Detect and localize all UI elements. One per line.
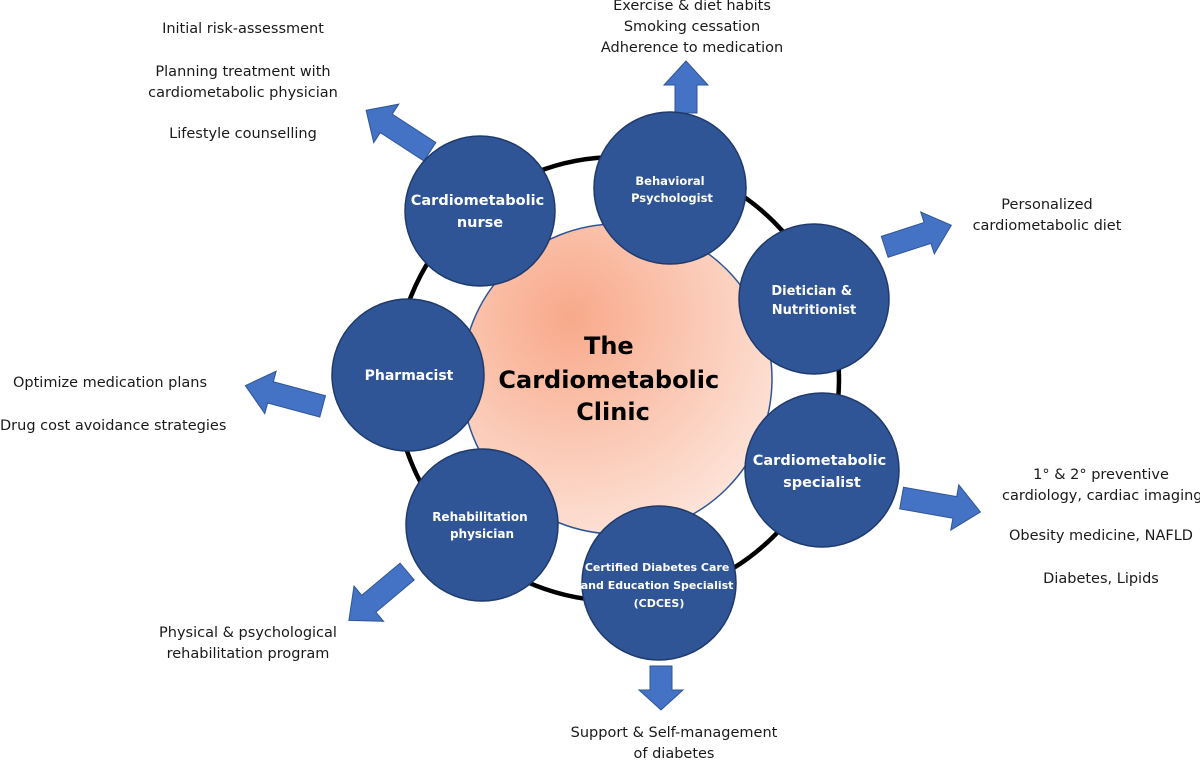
role-dietician: Dietician & Nutritionist: [738, 223, 890, 375]
role-circle-cdces: [581, 505, 737, 661]
role-label-dietician: Dietician & Nutritionist: [771, 284, 856, 318]
nurse-item-planning-2: cardiometabolic physician: [148, 85, 338, 101]
role-cdces: Certified Diabetes Care and Education Sp…: [581, 505, 738, 661]
center-title-line-2: Cardiometabolic: [498, 366, 719, 394]
arrow-dietician: [880, 211, 953, 258]
role-circle-psychologist: [593, 111, 747, 265]
arrow-pharmacist: [244, 370, 327, 418]
annotation-psychologist: Exercise & diet habits Smoking cessation…: [582, 0, 802, 59]
dietician-item-1: Personalized: [1001, 197, 1093, 213]
role-rehab: Rehabilitation physician: [405, 448, 559, 602]
nurse-item-risk: Initial risk-assessment: [162, 21, 324, 37]
annotation-cdces: Support & Self-management of diabetes: [560, 723, 788, 765]
cdces-item-2: of diabetes: [633, 746, 715, 762]
center-title-line-1: The: [584, 332, 634, 360]
role-label-rehab: Rehabilitation physician: [432, 510, 532, 541]
annotation-dietician: Personalized cardiometabolic diet: [962, 195, 1132, 237]
role-circle-specialist: [744, 392, 900, 548]
role-label-nurse: Cardiometabolic nurse: [411, 193, 550, 231]
specialist-item-3: Diabetes, Lipids: [1043, 571, 1159, 587]
annotation-nurse: Initial risk-assessment Planning treatme…: [143, 19, 343, 145]
role-circle-pharmacist: [331, 298, 485, 452]
role-circle-rehab: [405, 448, 559, 602]
role-label-psychologist: Behavioral Psychologist: [631, 174, 713, 205]
pharmacist-item-2: Drug cost avoidance strategies: [0, 418, 227, 434]
role-specialist: Cardiometabolic specialist: [744, 392, 900, 548]
pharmacist-item-1: Optimize medication plans: [12, 375, 207, 391]
role-label-pharmacist: Pharmacist: [365, 368, 454, 384]
arrow-psychologist: [662, 60, 710, 114]
specialist-item-1b: cardiology, cardiac imaging: [1002, 488, 1200, 504]
role-psychologist: Behavioral Psychologist: [593, 111, 747, 265]
rehab-item-1: Physical & psychological: [159, 625, 337, 641]
psychologist-item-3: Adherence to medication: [600, 40, 784, 56]
center-title-line-3: Clinic: [576, 398, 650, 426]
role-label-specialist: Cardiometabolic specialist: [753, 453, 892, 491]
center-title: The Cardiometabolic Clinic: [498, 332, 727, 426]
role-nurse: Cardiometabolic nurse: [404, 135, 556, 287]
annotation-specialist: 1° & 2° preventive cardiology, cardiac i…: [1002, 465, 1200, 590]
psychologist-item-1: Exercise & diet habits: [613, 0, 771, 14]
nurse-item-planning-1: Planning treatment with: [155, 64, 331, 80]
arrow-cdces: [637, 665, 685, 711]
arrows: [244, 60, 982, 711]
arrow-rehab: [348, 562, 415, 622]
annotation-pharmacist: Optimize medication plans Drug cost avoi…: [0, 373, 227, 437]
dietician-item-2: cardiometabolic diet: [972, 218, 1122, 234]
cdces-item-1: Support & Self-management: [570, 725, 778, 741]
role-pharmacist: Pharmacist: [331, 298, 485, 452]
arrow-nurse: [365, 103, 437, 162]
role-circle-dietician: [738, 223, 890, 375]
arrow-specialist: [899, 483, 982, 532]
psychologist-item-2: Smoking cessation: [623, 19, 761, 35]
rehab-item-2: rehabilitation program: [166, 646, 330, 662]
nurse-item-counselling: Lifestyle counselling: [169, 126, 317, 142]
annotation-rehab: Physical & psychological rehabilitation …: [146, 623, 350, 665]
specialist-item-1a: 1° & 2° preventive: [1033, 467, 1169, 483]
role-circle-nurse: [404, 135, 556, 287]
specialist-item-2: Obesity medicine, NAFLD: [1009, 528, 1193, 544]
role-label-cdces: Certified Diabetes Care and Education Sp…: [581, 561, 738, 610]
